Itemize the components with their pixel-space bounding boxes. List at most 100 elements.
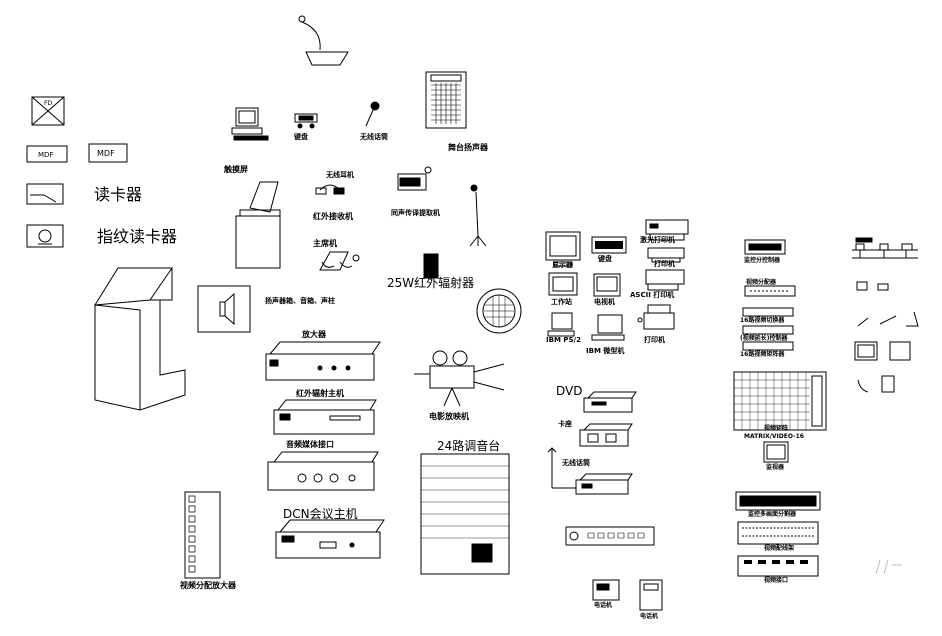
keyboard2-icon	[592, 237, 626, 253]
multiview-splitter-icon	[736, 492, 820, 510]
monitor-label: 显示器	[552, 261, 573, 269]
ir-transmitter-icon	[274, 400, 376, 434]
mixer-24-label: 24路调音台	[437, 439, 501, 453]
fd-text: FD	[44, 100, 52, 107]
wireless-mic-icon	[366, 102, 379, 126]
wireless-headset-label: 无线耳机	[326, 171, 354, 179]
printer2-label: 打印机	[644, 336, 665, 344]
wireless-mic-label: 无线话筒	[360, 133, 388, 141]
dvd-player-icon	[584, 392, 636, 412]
laser-printer-label: 激光打印机	[640, 236, 675, 244]
cassette-deck-icon	[580, 424, 632, 446]
multiview-label: 监控多画面分割器	[748, 511, 797, 518]
keyboard-icon	[295, 114, 317, 128]
speaker-column-label: 扬声器箱、音箱、声柱	[265, 297, 335, 305]
tv-label: 电视机	[594, 298, 615, 306]
network-bus-icon	[852, 238, 918, 258]
corner-mark-icon	[876, 560, 902, 574]
svg-text:MDF: MDF	[38, 151, 53, 159]
monitor-icon	[546, 232, 580, 266]
video-dist-label: 视频分配器	[746, 279, 777, 286]
video-dist-amp-icon	[185, 492, 220, 578]
touch-screen-pc-icon	[232, 108, 268, 140]
stage-speaker-icon	[426, 72, 466, 128]
equalizer-icon	[566, 527, 654, 545]
card-reader-icon	[27, 184, 63, 204]
phone-a-label: 电话机	[594, 602, 613, 609]
ir-radiator-icon	[424, 254, 438, 278]
laser-printer-icon	[646, 220, 688, 240]
video-port-label: 视频接口	[764, 577, 789, 584]
floor-mic-stand-icon	[470, 185, 486, 246]
av-interface-label: 音频媒体接口	[286, 440, 334, 449]
cassette-label: 卡座	[558, 420, 572, 428]
ibm-ps2-icon	[548, 313, 574, 336]
wireless-headset-icon	[316, 185, 344, 194]
video-matrix-icon	[734, 372, 826, 430]
wireless-mic2-label: 无线话筒	[562, 459, 590, 467]
mixer-24-icon	[421, 454, 509, 574]
desktop-pc-small-icon	[857, 282, 888, 290]
printer-label: 打印机	[654, 260, 675, 268]
touch-screen-kiosk-icon	[236, 182, 280, 268]
ibm-pc-icon	[592, 315, 624, 340]
gooseneck-mic-icon	[299, 16, 348, 65]
ir-radiator-label: 25W红外辐射器	[387, 276, 475, 290]
keyboard-label: 键盘	[294, 133, 308, 141]
patch-panel-label: 视频配线架	[764, 545, 795, 552]
pen-mic-icons	[858, 312, 918, 326]
simul-interpret-label: 同声传译提取机	[391, 209, 440, 217]
video-port-icon	[738, 556, 818, 576]
tv-icon	[594, 274, 620, 296]
dcn-host-label: DCN会议主机	[283, 507, 358, 521]
dcn-host-icon	[276, 520, 384, 558]
chairman-unit-icon	[320, 252, 359, 270]
ir-receiver-label: 红外接收机	[313, 212, 353, 221]
kiosk-icon	[95, 268, 185, 410]
fingerprint-reader-icon	[27, 225, 63, 247]
ceiling-speaker-icon	[477, 289, 521, 333]
svg-text:MDF: MDF	[97, 149, 115, 158]
fd-bowtie-symbol: FD	[32, 97, 64, 125]
card-reader-label: 读卡器	[94, 185, 143, 204]
phone-b-icon	[640, 580, 662, 610]
video-matrix-model-label: MATRIX/VIDEO-16	[744, 433, 804, 440]
phone-b-label: 电话机	[640, 613, 659, 620]
matrix-16-label: 16路视频切换器	[740, 317, 785, 324]
dvd-label: DVD	[556, 384, 583, 398]
video-distributor-icon	[745, 286, 795, 296]
net-switch-label: 监控分控制器	[744, 257, 781, 264]
ibm-ps2-label: IBM PS/2	[546, 336, 581, 344]
phone-handset-icons	[858, 376, 894, 392]
crt-monitor-icons	[855, 342, 910, 360]
movie-projector-label: 电影放映机	[429, 412, 469, 421]
monitor2-label: 监视器	[766, 464, 785, 471]
touch-screen-label: 触摸屏	[224, 165, 248, 174]
video-dist-amp-label: 视频分配放大器	[180, 581, 236, 590]
matrix-16c-label: 16路视频矩阵器	[740, 351, 785, 358]
stage-speaker-label: 舞台扬声器	[448, 143, 488, 152]
av-interface-icon	[268, 452, 378, 490]
fingerprint-reader-label: 指纹读卡器	[97, 227, 178, 246]
monitor-controller-icon	[745, 240, 785, 254]
video-matrix-label: 视频矩阵	[764, 425, 789, 432]
printer2-icon	[638, 305, 674, 329]
wall-speaker-icon	[198, 286, 250, 332]
ascii-printer-label: ASCII 打印机	[630, 291, 675, 299]
simul-interpret-icon	[398, 167, 431, 190]
power-amplifier-icon	[266, 342, 380, 380]
phone-a-icon	[593, 580, 619, 600]
matrix-16b-label: (视频延长)控制器	[740, 335, 788, 342]
mdf-box-b: MDF	[89, 144, 127, 162]
keyboard2-label: 键盘	[598, 255, 612, 263]
ibm-pc-label: IBM 微型机	[586, 347, 625, 355]
monitor2-icon	[764, 442, 788, 462]
printer-icon	[648, 248, 684, 262]
chairman-unit-label: 主席机	[313, 239, 337, 248]
power-amp-label: 放大器	[302, 330, 326, 339]
wireless-receiver-icon	[548, 448, 632, 494]
workstation-label: 工作站	[551, 298, 572, 306]
ascii-printer-icon	[646, 270, 684, 290]
workstation-icon	[549, 273, 577, 295]
